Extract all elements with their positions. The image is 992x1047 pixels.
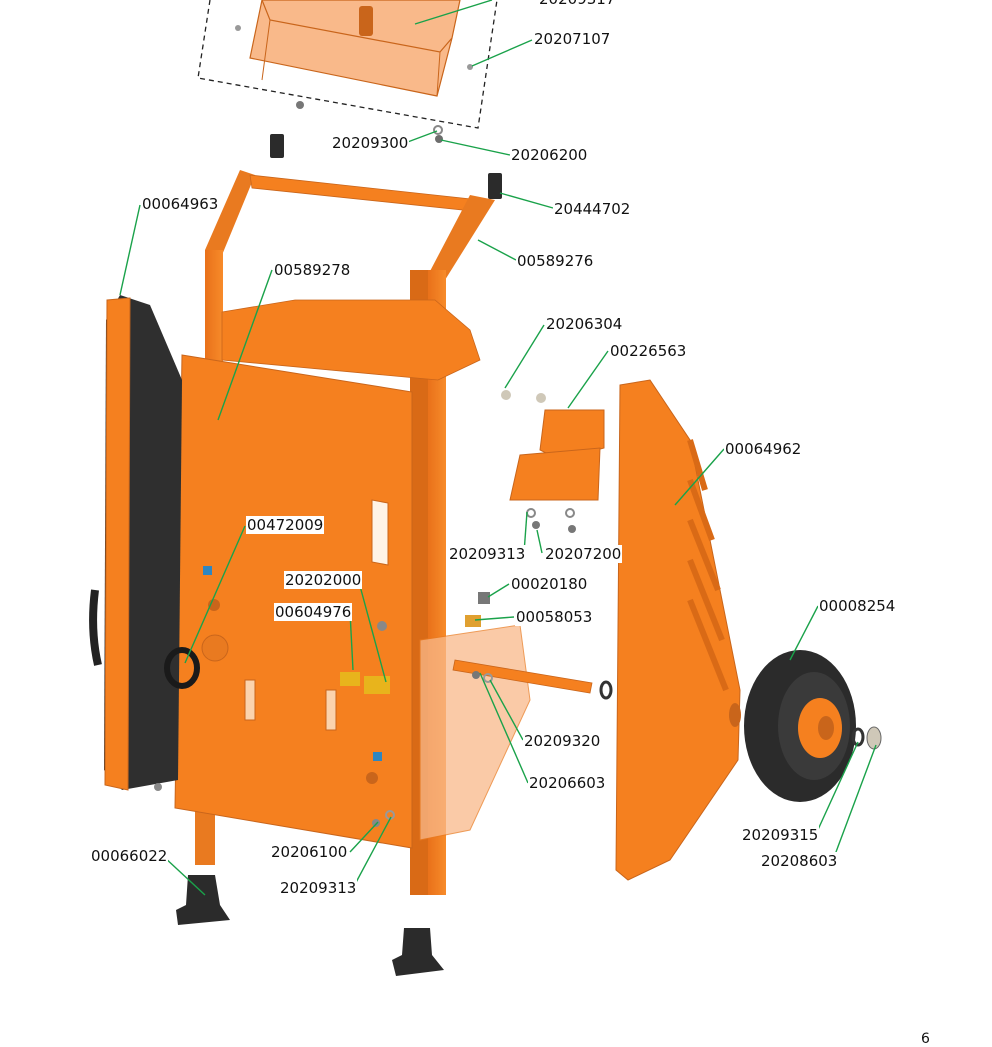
part-number-label: 20202000 (284, 571, 363, 589)
part-number-label: 20208603 (760, 852, 839, 870)
axle-bracket (419, 624, 531, 841)
part-number-label: 00589276 (516, 252, 595, 270)
part-number-label: 20206304 (545, 315, 624, 333)
left-side-cover (89, 295, 200, 791)
part-number-label: 20209313 (279, 879, 358, 897)
part-number-label: 00058053 (515, 608, 594, 626)
part-number-label: 20209313 (448, 545, 527, 563)
part-number-label: 20206200 (510, 146, 589, 164)
part-number-label: 20444702 (553, 200, 632, 218)
part-number-label: 00604976 (274, 603, 353, 621)
part-number-label: 20209315 (741, 826, 820, 844)
part-number-label: 00064963 (141, 195, 220, 213)
part-number-label: 20207107 (533, 30, 612, 48)
part-number-label: 20209317 (538, 0, 617, 8)
page-number: 6 (921, 1031, 930, 1047)
seat-bracket (501, 390, 605, 533)
axle (452, 659, 613, 700)
right-side-cover (615, 379, 741, 881)
bin-fasteners (270, 125, 502, 199)
part-number-label: 00064962 (724, 440, 803, 458)
part-number-label: 20209300 (331, 134, 410, 152)
wheel (744, 650, 882, 802)
leader-lines (119, 0, 877, 896)
part-number-label: 00020180 (510, 575, 589, 593)
part-number-label: 20206100 (270, 843, 349, 861)
part-number-label: 20209320 (523, 732, 602, 750)
part-number-label: 00226563 (609, 342, 688, 360)
back-shelf (221, 299, 481, 381)
part-number-label: 00472009 (246, 516, 325, 534)
fittings (340, 592, 493, 694)
part-number-label: 20206603 (528, 774, 607, 792)
part-number-label: 00066022 (90, 847, 169, 865)
part-number-label: 00589278 (273, 261, 352, 279)
rubber-feet (154, 783, 444, 976)
storage-bin (197, 0, 498, 129)
main-plate (174, 354, 413, 849)
part-number-label: 20207200 (544, 545, 623, 563)
part-number-label: 00008254 (818, 597, 897, 615)
